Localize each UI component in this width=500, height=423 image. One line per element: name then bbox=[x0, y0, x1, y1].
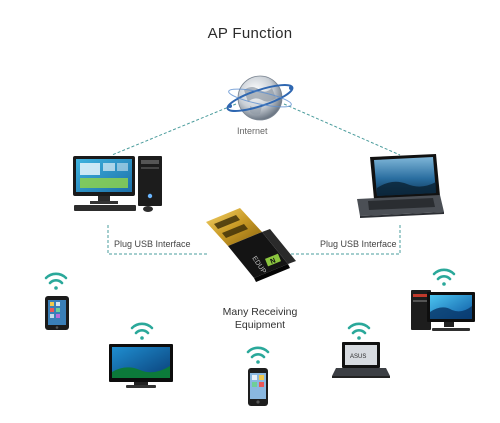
smartphone-icon bbox=[248, 368, 268, 406]
tv-icon bbox=[109, 344, 173, 388]
receiving-equipment-label: Many Receiving Equipment bbox=[200, 306, 320, 332]
plug-usb-label-left: Plug USB Interface bbox=[114, 239, 191, 249]
internet-label: Internet bbox=[237, 126, 268, 136]
receiving-equipment-line1: Many Receiving bbox=[222, 306, 298, 318]
laptop-icon bbox=[357, 154, 444, 218]
internet-globe-icon bbox=[226, 75, 294, 121]
laptop-small-icon: ASUS bbox=[332, 342, 390, 378]
receiving-equipment-line2: Equipment bbox=[234, 319, 286, 331]
adapter-badge: N bbox=[269, 257, 276, 265]
link-internet-laptop bbox=[283, 103, 401, 156]
page-title: AP Function bbox=[207, 25, 293, 42]
wifi-signal-icon bbox=[246, 346, 270, 364]
connection-lines bbox=[107, 103, 401, 255]
usb-wifi-adapter-icon: EDUP N bbox=[206, 208, 296, 282]
link-internet-desktop bbox=[111, 103, 237, 156]
link-desktop-adapter bbox=[107, 225, 208, 255]
desktop-pc-icon bbox=[411, 290, 475, 331]
wifi-signal-icon bbox=[44, 272, 68, 290]
svg-text:ASUS: ASUS bbox=[350, 354, 366, 360]
wifi-signal-icon bbox=[130, 322, 154, 340]
tablet-icon bbox=[45, 296, 69, 330]
desktop-computer-icon bbox=[73, 156, 162, 212]
wifi-signal-icon bbox=[432, 268, 456, 286]
wifi-signal-icon bbox=[347, 322, 371, 340]
plug-usb-label-right: Plug USB Interface bbox=[320, 239, 397, 249]
